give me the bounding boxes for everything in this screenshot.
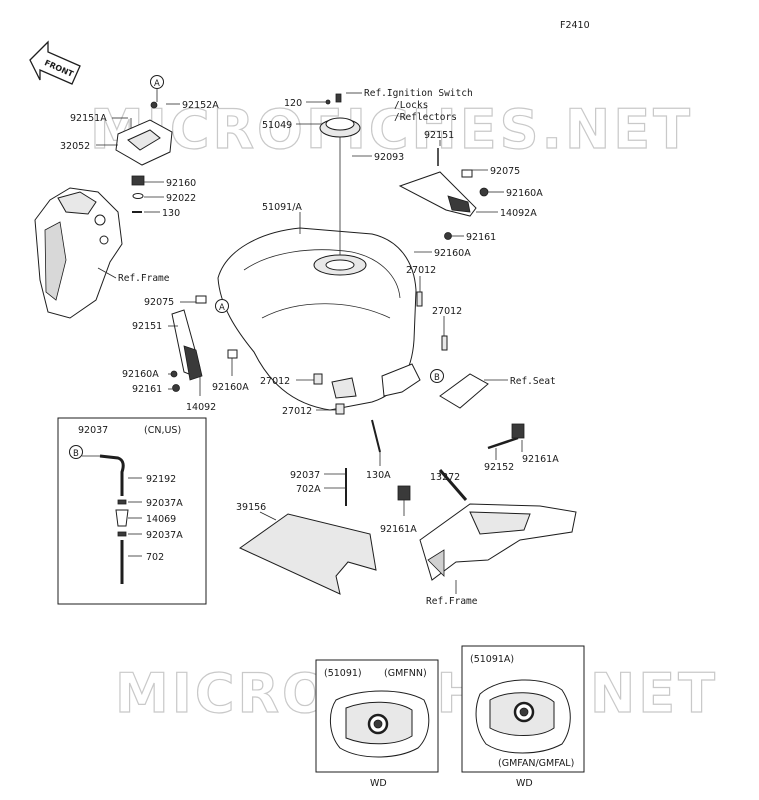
label-27012-a: 27012 — [406, 265, 436, 276]
front-arrow-icon: FRONT — [29, 40, 81, 85]
leader-lines — [96, 92, 523, 594]
label-51049: 51049 — [262, 120, 292, 131]
label-92160A-mid: 92160A — [434, 248, 471, 259]
variant-51091: (51091) (GMFNN) WD — [315, 659, 439, 789]
variant-51091-code: WD — [370, 778, 387, 789]
inset-cn-us: 92037 (CN,US) B 92192 92037A 14069 92037… — [57, 417, 207, 605]
label-92152: 92152 — [484, 462, 514, 473]
label-92161A-left: 92161A — [380, 524, 417, 535]
label-130: 130 — [162, 208, 180, 219]
rear-frame — [419, 503, 577, 581]
label-14092A: 14092A — [500, 208, 537, 219]
label-92160A-left: 92160A — [122, 369, 159, 380]
variant-51091-color: (GMFNN) — [384, 668, 427, 679]
mat-39156 — [239, 513, 377, 595]
label-92075-left: 92075 — [144, 297, 174, 308]
label-92152A: 92152A — [182, 100, 219, 111]
label-130A: 130A — [366, 470, 391, 481]
label-702A-mid: 702A — [296, 484, 321, 495]
label-32052: 32052 — [60, 141, 90, 152]
bracket-32052 — [115, 101, 173, 213]
watermark-top: MICROFICHES.NET — [90, 98, 693, 161]
label-92093: 92093 — [374, 152, 404, 163]
variant-51091-part: (51091) — [324, 668, 362, 679]
inset-market: (CN,US) — [144, 425, 181, 436]
label-51091A: 51091/A — [262, 202, 302, 213]
bolts — [345, 419, 525, 506]
variant-51091a-color: (GMFAN/GMFAL) — [498, 758, 574, 769]
label-92160: 92160 — [166, 178, 196, 189]
label-ref-frame-bottom: Ref.Frame — [426, 596, 478, 607]
inset-label-14069: 14069 — [146, 514, 176, 525]
label-92160A-right: 92160A — [506, 188, 543, 199]
label-14092: 14092 — [186, 402, 216, 413]
callout-a-mid: A — [215, 299, 229, 313]
label-92151-left: 92151 — [132, 321, 162, 332]
label-ref-frame-top: Ref.Frame — [118, 273, 170, 284]
label-27012-d: 27012 — [282, 406, 312, 417]
label-92075-right: 92075 — [490, 166, 520, 177]
label-13272: 13272 — [430, 472, 460, 483]
callout-b-mid: B — [430, 369, 444, 383]
label-92037-mid: 92037 — [290, 470, 320, 481]
label-27012-b: 27012 — [432, 306, 462, 317]
label-ref-seat: Ref.Seat — [510, 376, 556, 387]
figure-code: F2410 — [560, 20, 590, 31]
frame-top-left — [34, 187, 123, 319]
svg-text:A: A — [219, 303, 225, 313]
label-92151-right: 92151 — [424, 130, 454, 141]
label-120: 120 — [284, 98, 302, 109]
label-ref-ignition-2: /Locks — [394, 100, 428, 111]
variant-51091a-part: (51091A) — [470, 654, 514, 665]
inset-label-92037A-2: 92037A — [146, 530, 183, 541]
variant-51091a: (51091A) (GMFAN/GMFAL) WD — [461, 645, 585, 789]
label-39156: 39156 — [236, 502, 266, 513]
svg-text:A: A — [154, 79, 160, 89]
inset-label-92037A-1: 92037A — [146, 498, 183, 509]
label-92151A: 92151A — [70, 113, 107, 124]
label-27012-c: 27012 — [260, 376, 290, 387]
label-92161-left: 92161 — [132, 384, 162, 395]
label-ref-ignition-3: /Reflectors — [394, 112, 457, 123]
label-92022: 92022 — [166, 193, 196, 204]
svg-text:B: B — [434, 373, 440, 383]
seat-bracket — [313, 291, 489, 415]
part-labels: 92151A 92152A 32052 92160 92022 130 Ref.… — [60, 88, 559, 607]
svg-text:B: B — [73, 449, 79, 459]
callout-a-top: A — [150, 75, 164, 102]
inset-label-92192: 92192 — [146, 474, 176, 485]
bracket-14092 — [170, 295, 238, 392]
fuel-cap-51049 — [319, 93, 361, 255]
inset-label-702: 702 — [146, 552, 164, 563]
label-ref-ignition-1: Ref.Ignition Switch — [364, 88, 473, 99]
inset-label-92037: 92037 — [78, 425, 108, 436]
label-92161A-right: 92161A — [522, 454, 559, 465]
bracket-14092a — [398, 148, 489, 240]
label-92160A-bottom: 92160A — [212, 382, 249, 393]
variant-51091a-code: WD — [516, 778, 533, 789]
label-92161-right: 92161 — [466, 232, 496, 243]
